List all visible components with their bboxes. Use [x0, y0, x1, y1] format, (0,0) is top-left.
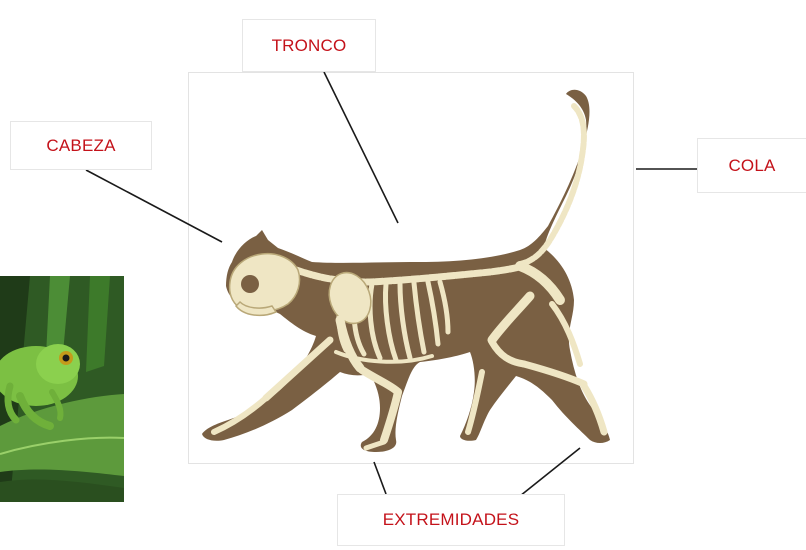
label-cola-text: COLA: [728, 156, 775, 176]
frog-photo: [0, 276, 124, 502]
label-cola: COLA: [697, 138, 806, 193]
label-tronco-text: TRONCO: [272, 36, 347, 56]
label-extremidades: EXTREMIDADES: [337, 494, 565, 546]
leader-line-extremidades-rear: [520, 448, 580, 496]
leader-line-cabeza: [86, 170, 222, 242]
tail-bones: [520, 106, 584, 264]
label-cabeza: CABEZA: [10, 121, 152, 170]
label-cabeza-text: CABEZA: [46, 136, 115, 156]
leader-line-extremidades-front: [374, 462, 386, 494]
leader-line-tronco: [324, 72, 398, 223]
label-extremidades-text: EXTREMIDADES: [383, 510, 520, 530]
label-tronco: TRONCO: [242, 19, 376, 72]
